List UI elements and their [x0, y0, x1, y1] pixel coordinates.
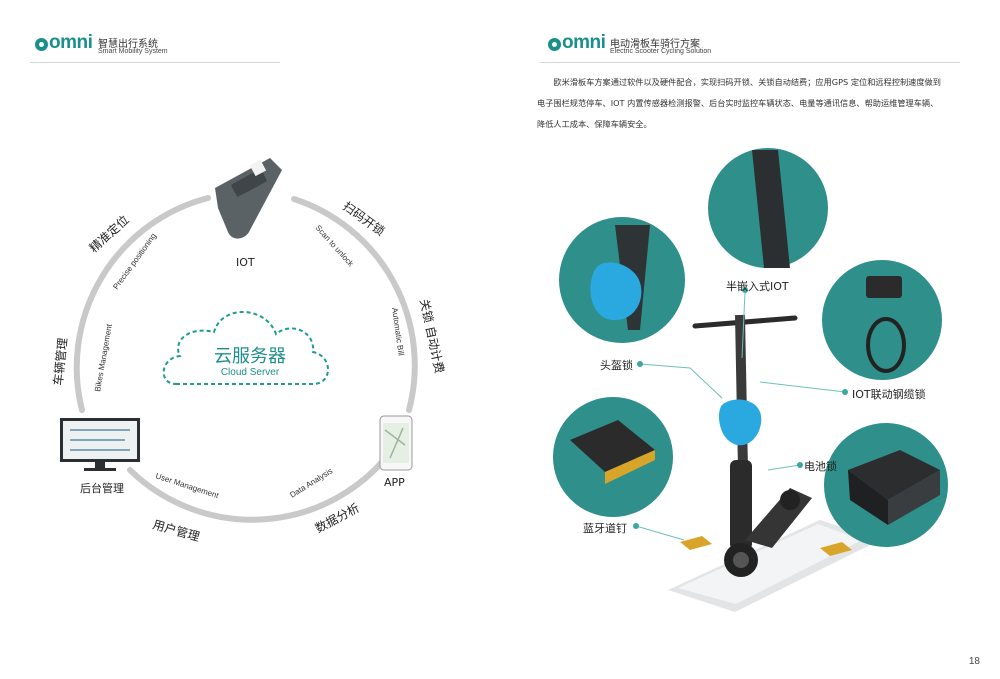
right-header-cn: 电动滑板车骑行方案	[610, 39, 700, 50]
right-header-en: Electric Scooter Cycling Solution	[610, 48, 712, 55]
arc-label-bill-en: Automatic Bill	[390, 307, 406, 356]
ground-studs	[680, 536, 852, 556]
callout-bluetooth-stud: 蓝牙道钉	[583, 522, 627, 535]
arc-label-data-en: Data Analysis	[288, 466, 334, 499]
intro-paragraph: 欧米滑板车方案通过软件以及硬件配合，实现扫码开锁、关锁自动结费；应用GPS 定位…	[537, 77, 941, 129]
node-label-backend: 后台管理	[80, 482, 124, 495]
leader-battery	[767, 464, 801, 471]
page-number: 18	[968, 656, 980, 667]
leader-cable	[759, 381, 846, 393]
left-header-en: Smart Mobility System	[98, 48, 168, 55]
callout-battery-lock: 电池锁	[804, 460, 837, 473]
cloud-label-cn: 云服务器	[214, 346, 286, 367]
brand-text: omni	[49, 32, 93, 53]
logo-ring-icon	[35, 38, 48, 51]
ground-shadow	[668, 520, 880, 612]
arc-label-bill-cn: 关锁 自动计费	[417, 298, 447, 375]
arc-data	[127, 437, 402, 523]
left-header-cn: 智慧出行系统	[98, 39, 158, 50]
brand-logo-left: omni	[35, 32, 93, 54]
brand-logo-right: omni	[548, 32, 606, 54]
logo-ring-icon	[548, 38, 561, 51]
callout-cable-lock: IOT联动钢缆锁	[852, 388, 926, 401]
leader-helmet	[639, 363, 723, 399]
cloud-shape	[162, 311, 329, 385]
scooter-illustration	[692, 314, 812, 577]
left-header-rule	[30, 62, 280, 63]
arc-label-scan-cn: 扫码开锁	[340, 198, 388, 238]
leader-semi-iot	[741, 291, 746, 359]
callout-semi-iot: 半嵌入式IOT	[726, 280, 789, 293]
brand-text: omni	[562, 32, 606, 53]
node-label-iot: IOT	[236, 256, 255, 269]
iot-device-illustration	[215, 158, 282, 239]
app-phone-illustration	[379, 415, 413, 471]
arc-label-user-cn: 用户管理	[151, 516, 201, 544]
arc-bikes	[73, 195, 211, 413]
leader-bluetooth	[635, 525, 685, 541]
right-header-rule	[540, 62, 960, 63]
cloud-label-en: Cloud Server	[221, 367, 280, 378]
arc-scan	[291, 196, 418, 413]
backend-monitor-illustration	[60, 418, 140, 471]
node-label-app: APP	[384, 476, 405, 489]
callout-helmet-lock: 头盔锁	[600, 359, 633, 372]
arc-label-bikes-cn: 车辆管理	[50, 337, 70, 386]
arc-label-bikes-en: Bikes Management	[93, 323, 114, 393]
